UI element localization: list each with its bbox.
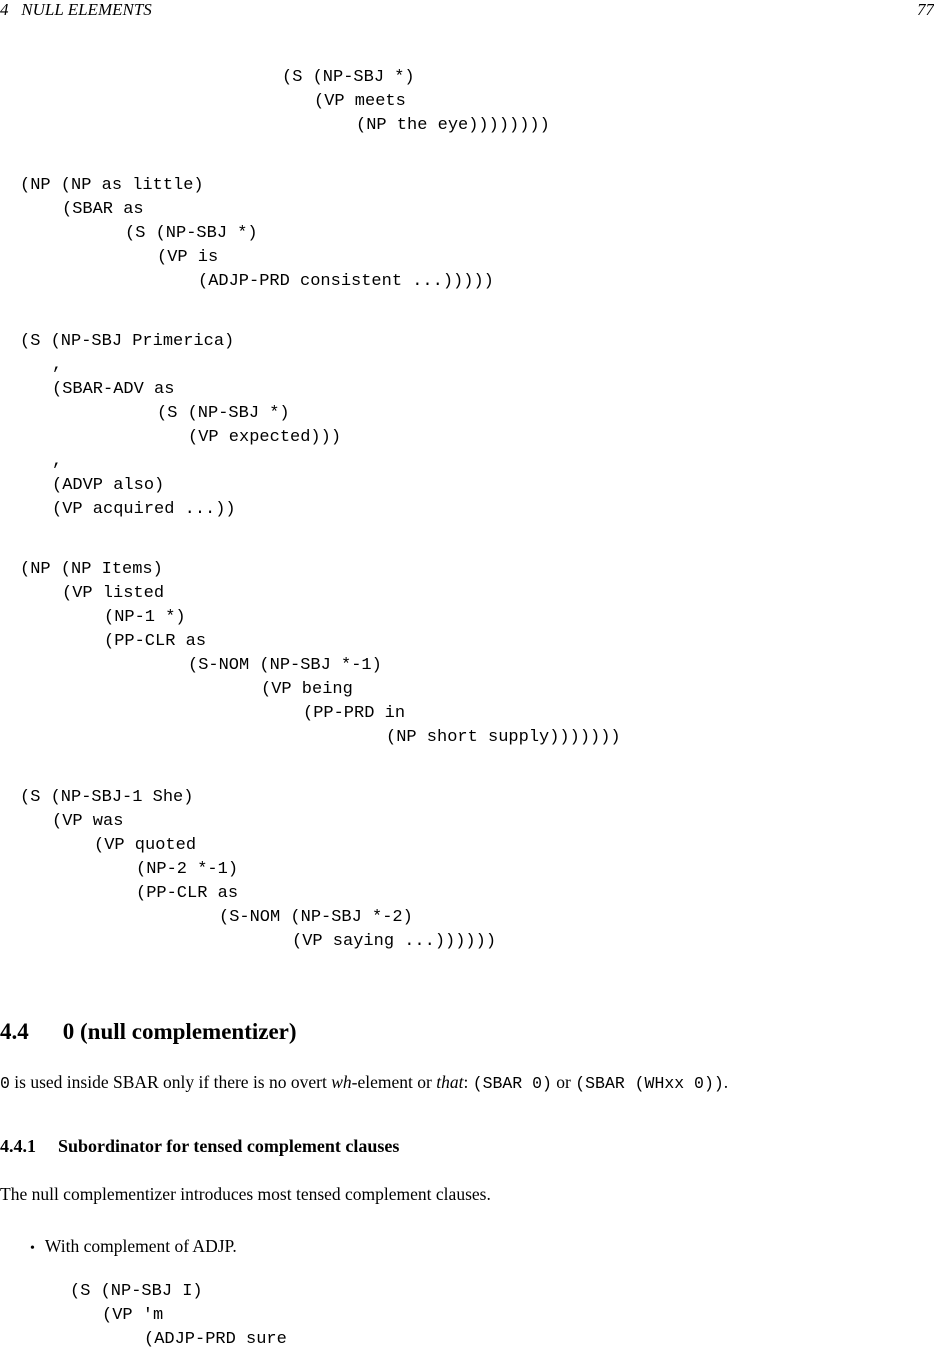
tree-line: (PP-CLR as (136, 884, 239, 903)
section-intro-paragraph: 0 is used inside SBAR only if there is n… (0, 1071, 728, 1095)
bullet-item: • With complement of ADJP. (30, 1235, 237, 1260)
tree-line: (VP was (52, 812, 124, 831)
running-head: 4 NULL ELEMENTS (0, 0, 152, 19)
intro-text-2: -element or (351, 1072, 437, 1092)
tree-line: (NP (NP Items) (20, 560, 163, 579)
tree-line: (ADVP also) (52, 476, 165, 495)
tree-line: (VP acquired ...)) (52, 500, 236, 519)
tree-line: (PP-CLR as (104, 632, 207, 651)
subsection-paragraph: The null complementizer introduces most … (0, 1184, 491, 1204)
tree-line: (VP saying ...)))))) (292, 932, 497, 951)
tree-line: (S (NP-SBJ Primerica) (20, 332, 235, 351)
wh-emphasis: wh (331, 1072, 352, 1092)
tree-line: (VP being (261, 680, 353, 699)
null-element-code: 0 (0, 1074, 10, 1093)
bullet-text: With complement of ADJP. (44, 1236, 237, 1256)
section-number: 4.4 (0, 1019, 29, 1044)
tree-line: (VP 'm (102, 1306, 164, 1325)
intro-text-5: . (723, 1072, 729, 1092)
tree-line: (ADJP-PRD consistent ...))))) (198, 272, 494, 291)
tree-line: (NP the eye)))))))) (356, 116, 550, 135)
tree-line: (S-NOM (NP-SBJ *-2) (219, 908, 413, 927)
tree-line: (NP short supply))))))) (386, 728, 621, 747)
tree-line: (S (NP-SBJ *) (282, 68, 415, 87)
tree-line: (S-NOM (NP-SBJ *-1) (188, 656, 382, 675)
sbar-code-2: (SBAR (WHxx 0)) (575, 1074, 724, 1093)
tree-line: (ADJP-PRD sure (144, 1330, 287, 1349)
intro-text-1: is used inside SBAR only if there is no … (9, 1072, 332, 1092)
that-emphasis: that (436, 1072, 464, 1092)
tree-line: (NP-1 *) (104, 608, 186, 627)
subsection-title: Subordinator for tensed complement claus… (58, 1136, 400, 1156)
subsection-heading: 4.4.1 Subordinator for tensed complement … (0, 1135, 399, 1157)
tree-line: , (52, 452, 63, 471)
sbar-code-1: (SBAR 0) (472, 1074, 552, 1093)
tree-line: (NP-2 *-1) (136, 860, 239, 879)
intro-text-4: or (551, 1072, 576, 1092)
tree-line: (PP-PRD in (303, 704, 406, 723)
tree-line: (VP expected))) (188, 428, 342, 447)
bullet-symbol: • (30, 1241, 35, 1256)
tree-line: (VP is (157, 248, 219, 267)
subsection-number: 4.4.1 (0, 1136, 36, 1156)
page-number: 77 (917, 0, 934, 19)
tree-line: (S (NP-SBJ-1 She) (20, 788, 194, 807)
section-title: 0 (null complementizer) (62, 1019, 297, 1044)
tree-line: (VP meets (314, 92, 406, 111)
tree-line: (SBAR-ADV as (52, 380, 175, 399)
tree-line: (VP quoted (94, 836, 197, 855)
section-heading: 4.4 0 (null complementizer) (0, 1018, 297, 1046)
tree-line: (SBAR as (62, 200, 144, 219)
tree-line: (NP (NP as little) (20, 176, 204, 195)
tree-line: (S (NP-SBJ I) (70, 1282, 203, 1301)
intro-text-3: : (463, 1072, 473, 1092)
tree-line: (VP listed (62, 584, 165, 603)
tree-line: (S (NP-SBJ *) (125, 224, 258, 243)
tree-line: (S (NP-SBJ *) (157, 404, 290, 423)
tree-line: , (52, 356, 63, 375)
